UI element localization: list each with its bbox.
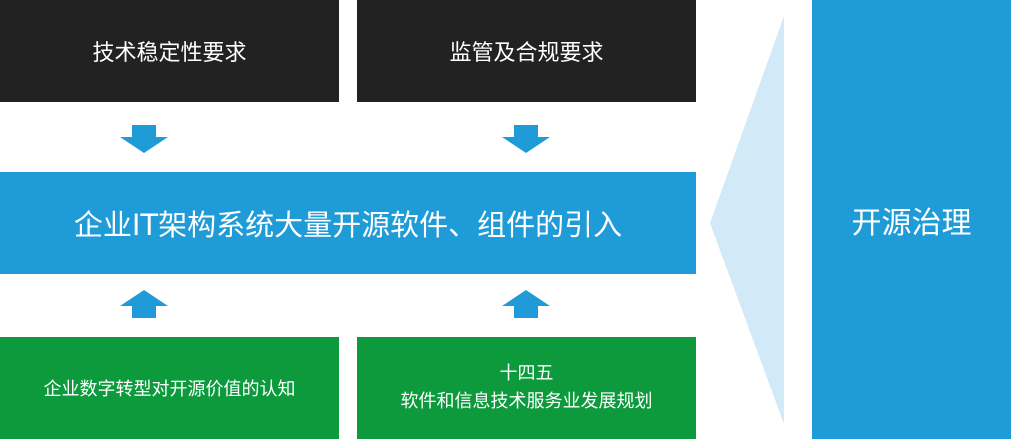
top-right-label: 监管及合规要求 <box>449 41 604 66</box>
top-right-requirement-box: 监管及合规要求 <box>357 0 696 102</box>
center-bar: 企业IT架构系统大量开源软件、组件的引入 <box>0 172 696 274</box>
top-left-label: 技术稳定性要求 <box>92 41 247 66</box>
funnel-connector <box>710 16 784 424</box>
bottom-left-driver-box: 企业数字转型对开源价值的认知 <box>0 337 339 439</box>
bottom-right-line1: 十四五 <box>499 363 554 384</box>
center-label: 企业IT架构系统大量开源软件、组件的引入 <box>73 208 623 242</box>
arrow-up-icon <box>120 290 168 318</box>
right-panel-label: 开源治理 <box>851 205 972 241</box>
arrow-up-icon <box>502 290 550 318</box>
top-left-requirement-box: 技术稳定性要求 <box>0 0 339 102</box>
bottom-right-line2: 软件和信息技术服务业发展规划 <box>400 391 653 412</box>
arrow-down-icon <box>120 125 168 153</box>
right-panel-open-source-governance: 开源治理 <box>812 0 1011 439</box>
bottom-right-driver-box: 十四五 软件和信息技术服务业发展规划 <box>357 337 696 439</box>
arrow-down-icon <box>502 125 550 153</box>
bottom-left-label: 企业数字转型对开源价值的认知 <box>43 379 296 400</box>
